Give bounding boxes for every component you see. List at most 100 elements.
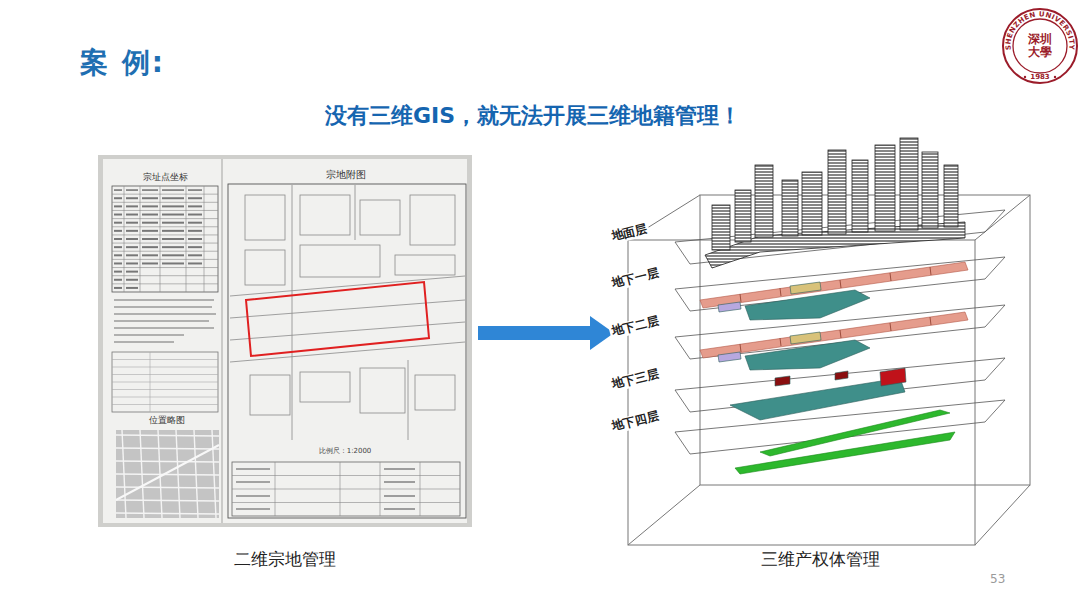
scan-table-lines bbox=[188, 238, 202, 240]
layer-label: 地下四层 bbox=[608, 409, 662, 435]
scan-table-lines bbox=[114, 246, 122, 248]
panel-caption: 三维产权体管理 bbox=[761, 548, 880, 571]
building-tower bbox=[828, 150, 846, 234]
scan-table-lines bbox=[380, 462, 381, 516]
scan-table-lines bbox=[126, 262, 138, 264]
rail-crossbar bbox=[890, 273, 891, 281]
scan-table-lines bbox=[116, 448, 219, 449]
scan-table-lines bbox=[112, 251, 218, 252]
scan-table-lines bbox=[236, 495, 270, 497]
map-parcel-outline bbox=[395, 255, 455, 275]
rail-crossbar bbox=[740, 267, 931, 352]
scan-table-lines bbox=[188, 222, 202, 224]
model-frame bbox=[975, 195, 1030, 240]
scan-table-lines bbox=[112, 389, 218, 390]
subtitle: 没有三维GIS，就无法开展三维地籍管理！ bbox=[325, 103, 741, 128]
map-parcel-outline bbox=[230, 276, 465, 296]
underground-space bbox=[730, 378, 905, 420]
panel-caption: 二维宗地管理 bbox=[234, 548, 336, 571]
underground-space bbox=[790, 282, 821, 294]
scan-table-lines bbox=[126, 271, 138, 273]
scan-table-lines bbox=[126, 246, 138, 248]
scan-table-lines bbox=[162, 205, 184, 207]
scan-table-lines bbox=[158, 430, 162, 518]
building-tower bbox=[782, 180, 798, 236]
scan-table-lines bbox=[114, 262, 122, 264]
map-parcel-outline bbox=[410, 195, 455, 245]
map-parcel-outline bbox=[292, 185, 293, 440]
scan-table-lines bbox=[162, 238, 184, 240]
map-parcel-outline bbox=[230, 300, 465, 318]
scan-table-lines bbox=[114, 230, 122, 232]
scan-table-lines bbox=[188, 205, 202, 207]
scan-table-lines bbox=[114, 271, 122, 273]
map-parcel-outline bbox=[245, 250, 285, 285]
scan-table-lines bbox=[186, 186, 187, 292]
rail-crossbar bbox=[740, 344, 741, 352]
map-parcel-outline bbox=[230, 342, 465, 362]
underground-space bbox=[718, 302, 741, 312]
scan-table-lines bbox=[162, 214, 184, 216]
scan-table-lines bbox=[114, 287, 122, 289]
map-parcel-outline bbox=[360, 368, 405, 413]
map-parcel-outline bbox=[230, 185, 465, 440]
scan-table-lines bbox=[114, 214, 122, 216]
parcel-highlight bbox=[246, 282, 429, 356]
slide-title: 案 例: bbox=[80, 44, 165, 82]
scan-table-lines bbox=[162, 254, 184, 256]
scan-table-lines bbox=[142, 254, 158, 256]
scan-table-lines bbox=[114, 327, 214, 329]
building-tower bbox=[922, 152, 938, 228]
scan-table-lines bbox=[114, 341, 174, 343]
scan-table-lines bbox=[112, 352, 218, 412]
rail-crossbar bbox=[930, 317, 931, 325]
building-tower bbox=[875, 145, 895, 231]
map-parcel-outline bbox=[245, 195, 285, 240]
map-parcel-outline bbox=[360, 200, 400, 235]
scan-table-lines bbox=[126, 205, 138, 207]
scan-table-lines bbox=[142, 230, 158, 232]
rail-crossbar bbox=[740, 294, 741, 302]
inset-heading: 位置略图 bbox=[149, 415, 185, 425]
cadastral-scan bbox=[98, 155, 472, 527]
scan-table-lines bbox=[116, 487, 219, 488]
scan-table-lines bbox=[140, 186, 141, 292]
scan-table-lines bbox=[142, 205, 158, 207]
seal-text: SHENZHEN UNIVERSITY bbox=[1004, 10, 1075, 50]
scan-table-lines bbox=[384, 468, 415, 470]
building-tower bbox=[735, 190, 751, 242]
scale-note: 比例尺：1:2000 bbox=[319, 447, 372, 455]
map-parcel-outline bbox=[300, 372, 350, 402]
underground-space bbox=[775, 376, 790, 386]
scan-table-lines bbox=[114, 189, 122, 191]
scan-table-lines bbox=[150, 352, 151, 412]
scan-table-lines bbox=[126, 230, 138, 232]
cadastral-scan bbox=[98, 155, 472, 527]
layer-label: 地面层 bbox=[608, 222, 650, 245]
scan-table-lines bbox=[122, 430, 126, 518]
scan-table-lines bbox=[142, 189, 158, 191]
page-number: 53 bbox=[990, 573, 1005, 587]
scan-table-lines bbox=[126, 287, 138, 289]
scan-table-lines bbox=[112, 210, 218, 211]
scan-table-lines bbox=[112, 243, 218, 244]
scan-table-lines bbox=[176, 430, 180, 518]
scan-table-lines bbox=[162, 230, 184, 232]
scan-table-lines bbox=[112, 275, 218, 276]
underground-space bbox=[700, 312, 968, 358]
3d-property-model bbox=[628, 138, 1030, 545]
scan-table-lines bbox=[142, 222, 158, 224]
figure-panel: 三维产权体管理 bbox=[620, 130, 1020, 575]
rail-crossbar bbox=[780, 338, 781, 346]
cadastral-scan bbox=[103, 159, 467, 523]
scan-table-lines bbox=[188, 246, 202, 248]
map-parcel-outline bbox=[415, 375, 455, 410]
layer-label: 地下二层 bbox=[608, 314, 662, 340]
scan-table-lines bbox=[162, 197, 184, 199]
scan-table-lines bbox=[140, 430, 144, 518]
university-seal bbox=[1003, 9, 1077, 83]
scan-table-lines bbox=[116, 500, 219, 501]
scan-table-lines bbox=[114, 320, 209, 322]
scan-table-lines bbox=[162, 262, 184, 264]
